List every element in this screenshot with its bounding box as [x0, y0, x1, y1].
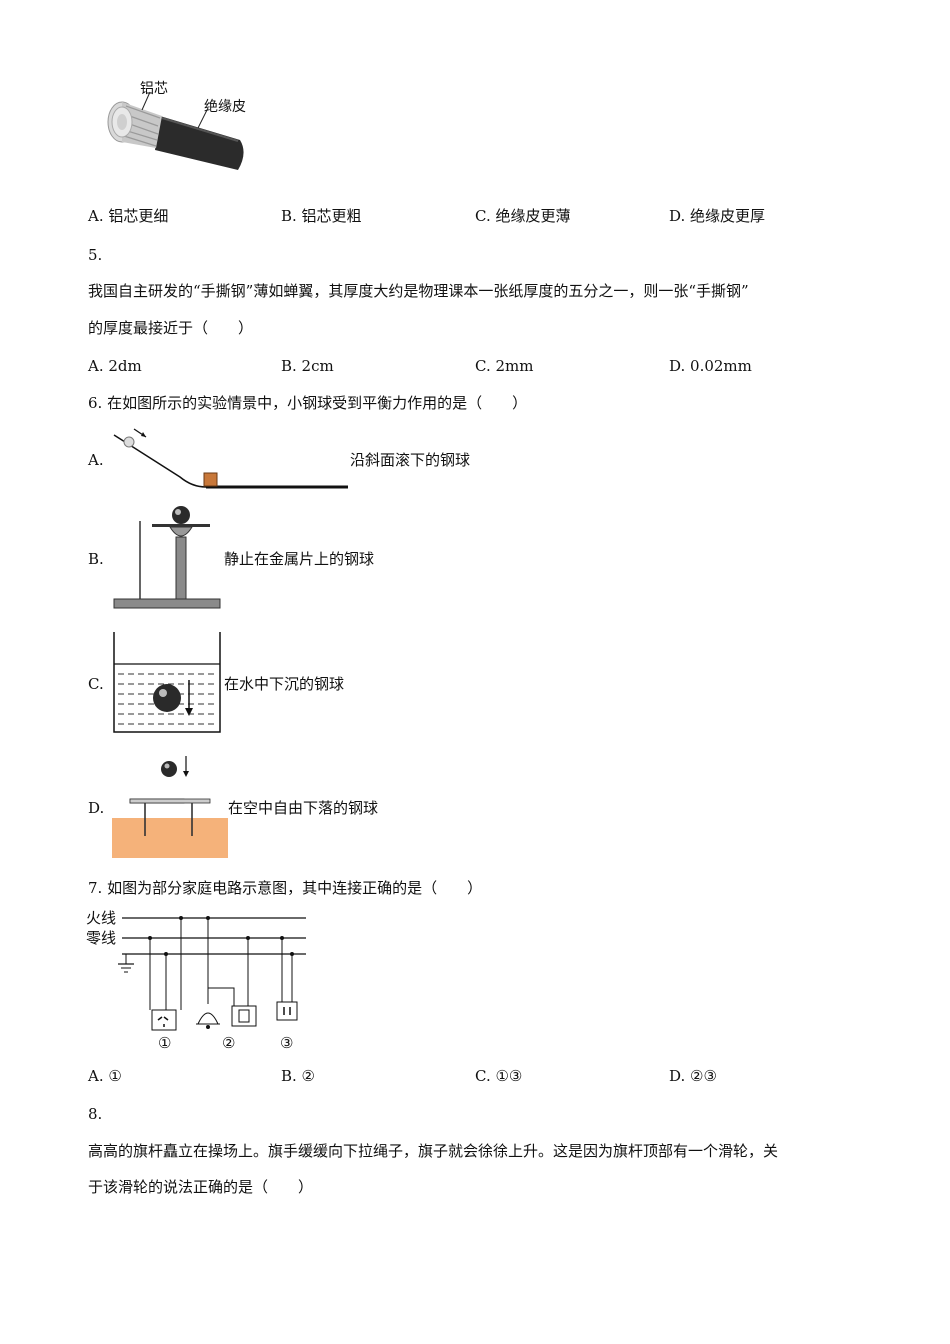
q8-number: 8. [88, 1105, 103, 1123]
q8-stem-line2: 于该滑轮的说法正确的是（ ） [88, 1178, 314, 1196]
live-wire-label: 火线 [86, 909, 117, 927]
wire-illustration [107, 91, 244, 170]
q4-option-b[interactable]: B. 铝芯更粗 [281, 207, 362, 225]
q6-option-d-letter[interactable]: D. [88, 799, 105, 817]
q7-option-b[interactable]: B. ② [281, 1067, 316, 1085]
q4-option-d[interactable]: D. 绝缘皮更厚 [669, 207, 766, 225]
core-label: 铝芯 [140, 81, 168, 97]
q6-option-c-caption: 在水中下沉的钢球 [224, 675, 345, 693]
q5-stem-line1: 我国自主研发的“手撕钢”薄如蝉翼，其厚度大约是物理课本一张纸厚度的五分之一，则一… [88, 282, 749, 300]
q5-number: 5. [88, 246, 103, 264]
circuit-label-3: ③ [280, 1034, 294, 1052]
q6-option-a-letter[interactable]: A. [88, 451, 104, 469]
circuit-label-1: ① [158, 1034, 172, 1052]
q7-option-c[interactable]: C. ①③ [475, 1067, 523, 1085]
q7-option-a[interactable]: A. ① [88, 1067, 122, 1085]
neutral-wire-label: 零线 [86, 929, 117, 947]
q6-option-b-caption: 静止在金属片上的钢球 [224, 550, 375, 568]
circuit-label-2: ② [222, 1034, 236, 1052]
q7-option-d[interactable]: D. ②③ [669, 1067, 717, 1085]
q5-option-b[interactable]: B. 2cm [281, 357, 334, 375]
q6-stem: 6. 在如图所示的实验情景中，小钢球受到平衡力作用的是（ ） [88, 394, 528, 412]
water-tank-diagram [113, 632, 221, 733]
q6-option-d-caption: 在空中自由下落的钢球 [228, 799, 379, 817]
q5-option-c[interactable]: C. 2mm [475, 357, 534, 375]
circuit-wires [118, 916, 306, 1031]
falling-ball-diagram [112, 756, 228, 858]
q6-option-b-letter[interactable]: B. [88, 550, 104, 568]
circuit-diagram: 火线 零线 [84, 906, 314, 1056]
incline-diagram [113, 428, 348, 489]
q6-option-a-caption: 沿斜面滚下的钢球 [350, 451, 471, 469]
q4-option-c[interactable]: C. 绝缘皮更薄 [475, 207, 571, 225]
q5-option-d[interactable]: D. 0.02mm [669, 357, 752, 375]
wire-figure: 铝芯 绝缘皮 [100, 78, 260, 188]
insulation-label: 绝缘皮 [204, 99, 246, 115]
q5-option-a[interactable]: A. 2dm [88, 357, 142, 375]
q7-stem: 7. 如图为部分家庭电路示意图，其中连接正确的是（ ） [88, 879, 483, 897]
q4-option-a[interactable]: A. 铝芯更细 [88, 207, 169, 225]
q8-stem-line1: 高高的旗杆矗立在操场上。旗手缓缓向下拉绳子，旗子就会徐徐上升。这是因为旗杆顶部有… [88, 1142, 779, 1160]
stand-diagram [113, 506, 221, 609]
q6-option-c-letter[interactable]: C. [88, 675, 104, 693]
q5-stem-line2: 的厚度最接近于（ ） [88, 319, 254, 337]
